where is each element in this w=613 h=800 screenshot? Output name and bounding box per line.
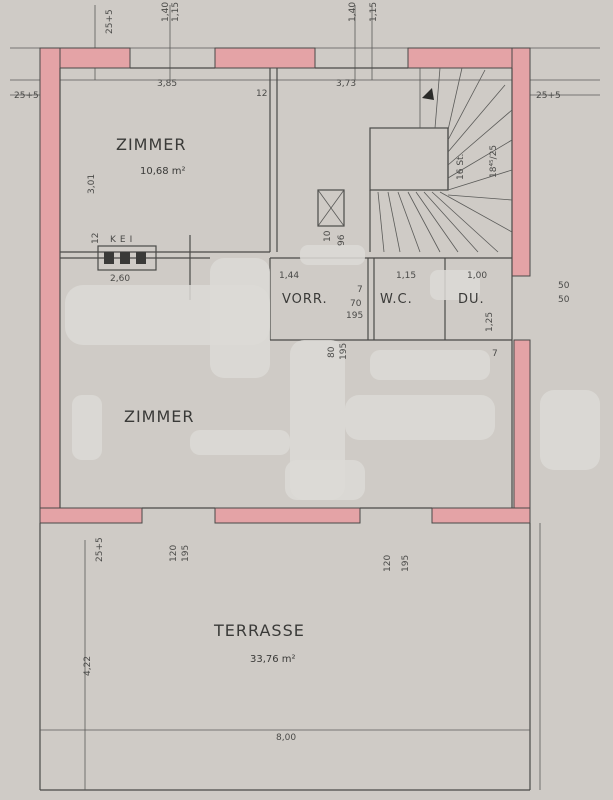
stairs-rise-label: 18⁴⁵/25 bbox=[489, 145, 499, 178]
room-terrasse-area: 33,76 m² bbox=[250, 654, 296, 665]
wall-bottom-left bbox=[39, 507, 143, 524]
room-zimmer-top-label: ZIMMER bbox=[116, 135, 187, 154]
dim-door-a: 80 bbox=[327, 346, 337, 358]
dim-du-depth: 1,25 bbox=[485, 312, 495, 332]
house-walls bbox=[39, 47, 531, 524]
dim-height-left-room: 3,01 bbox=[87, 174, 97, 194]
dim-inner-wall: 12 bbox=[256, 89, 267, 99]
kei-block bbox=[97, 245, 157, 271]
room-wc-label: W.C. bbox=[380, 292, 413, 307]
dim-corner-top-left: 25+5 bbox=[105, 9, 115, 34]
dim-vorr-opening-c: 195 bbox=[346, 311, 363, 321]
dim-bottom-wall: 25+5 bbox=[95, 537, 105, 562]
room-labels: ZIMMER 10,68 m² ZIMMER VORR. W.C. DU. TE… bbox=[110, 135, 499, 665]
wall-right-lower bbox=[513, 339, 531, 524]
room-du-label: DU. bbox=[458, 292, 485, 307]
room-zimmer-bottom-label: ZIMMER bbox=[124, 407, 195, 426]
dim-vorr-width: 1,44 bbox=[279, 271, 299, 281]
room-zimmer-top-area: 10,68 m² bbox=[140, 166, 186, 177]
dim-window-right-b: 195 bbox=[401, 555, 411, 572]
wall-right-upper bbox=[511, 47, 531, 277]
room-terrasse-label: TERRASSE bbox=[213, 621, 305, 640]
dim-terrace-depth: 4,22 bbox=[83, 656, 93, 676]
room-vorr-label: VORR. bbox=[282, 292, 328, 307]
dim-wc-width: 1,15 bbox=[396, 271, 416, 281]
dim-vorr-opening-a: 7 bbox=[357, 285, 363, 295]
wall-bottom-right bbox=[431, 507, 531, 524]
dimension-labels: 1,40 1,15 1,40 1,15 25+5 25+5 25+5 3,85 … bbox=[14, 2, 570, 743]
dim-wc-gap: 7 bbox=[492, 349, 498, 359]
wall-top-middle bbox=[214, 47, 316, 69]
dim-du-width: 1,00 bbox=[467, 271, 487, 281]
kei-label: KEI bbox=[110, 235, 136, 245]
dim-window-right-a: 120 bbox=[383, 555, 393, 572]
dim-top-right-open: 1,40 bbox=[348, 2, 358, 22]
erased-smudges bbox=[65, 245, 600, 500]
dim-top-wall: 25+5 bbox=[14, 91, 39, 101]
stairs-steps-label: 16 St. bbox=[456, 154, 466, 180]
dim-partition: 12 bbox=[91, 233, 101, 244]
dim-vorr-opening-b: 70 bbox=[350, 299, 362, 309]
dim-right-opening-b: 50 bbox=[558, 295, 570, 305]
dim-top-left-open: 1,40 bbox=[161, 2, 171, 22]
dim-width-left-room: 3,85 bbox=[157, 79, 177, 89]
dim-terrace-width: 8,00 bbox=[276, 733, 296, 743]
stairwell bbox=[369, 67, 513, 253]
wall-bottom-middle bbox=[214, 507, 361, 524]
dim-kei-width: 2,60 bbox=[110, 274, 130, 284]
chimney bbox=[317, 189, 345, 227]
dim-top-right-open-b: 1,15 bbox=[369, 2, 379, 22]
dim-chimney-a: 10 bbox=[323, 230, 333, 242]
stair-arrow-icon bbox=[422, 88, 434, 100]
dim-right-opening-a: 50 bbox=[558, 281, 570, 291]
dim-door-b: 195 bbox=[339, 343, 349, 360]
dim-right-wall: 25+5 bbox=[536, 91, 561, 101]
dim-top-left-open-b: 1,15 bbox=[171, 2, 181, 22]
terrace bbox=[39, 523, 541, 791]
dim-window-left-a: 120 bbox=[169, 545, 179, 562]
dim-width-right-room: 3,73 bbox=[336, 79, 356, 89]
dim-chimney-b: 96 bbox=[337, 234, 347, 246]
wall-left bbox=[39, 47, 61, 524]
dim-window-left-b: 195 bbox=[181, 545, 191, 562]
